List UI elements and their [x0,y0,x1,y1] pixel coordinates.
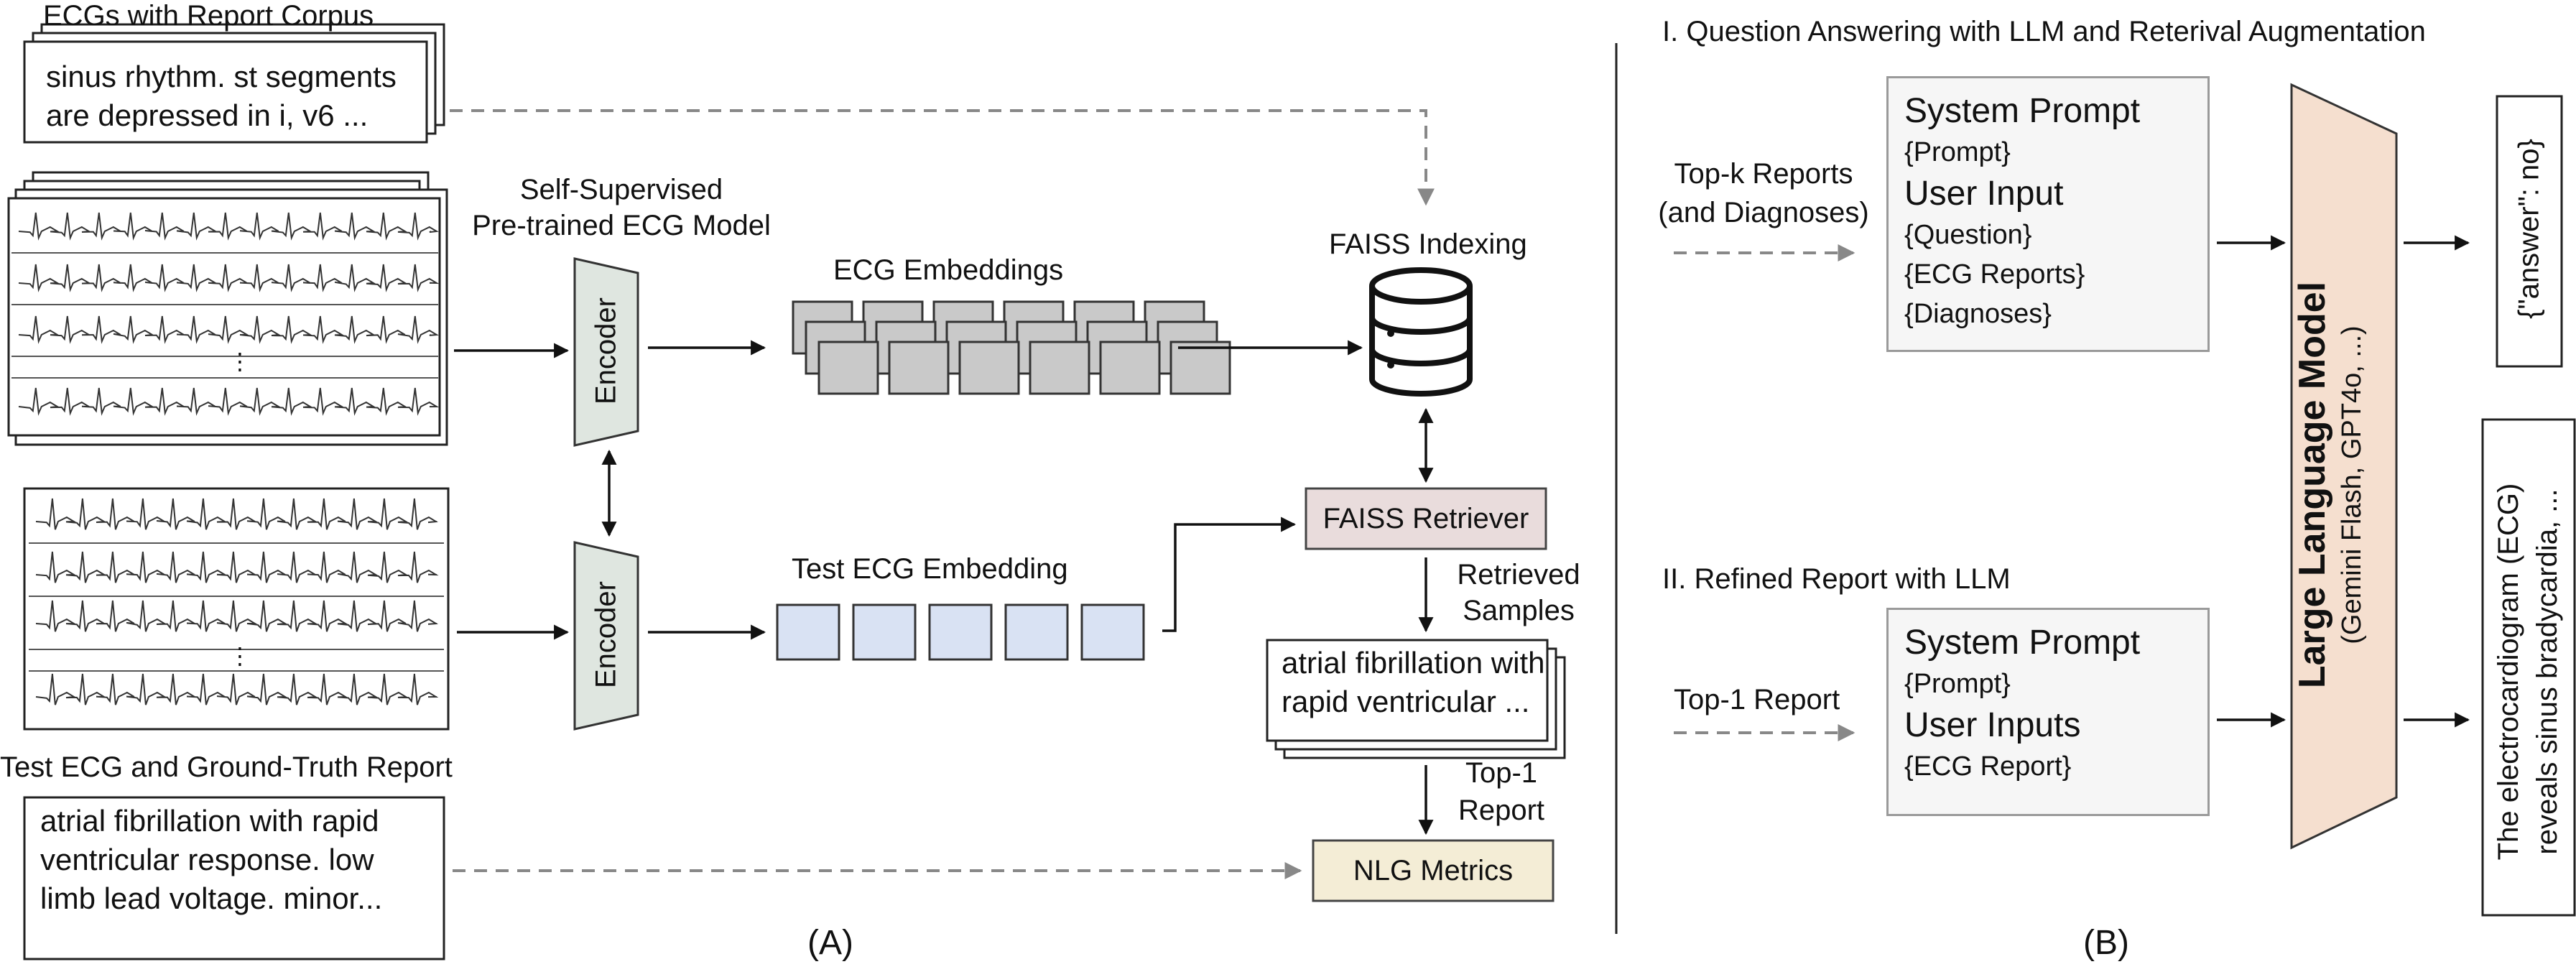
ecg-lead-trace [35,600,439,632]
system-prompt-label: System Prompt [1904,92,2141,130]
answer-box [2496,95,2563,368]
caption-a: (A) [807,924,853,962]
top1-label: Top-1 Report [1674,684,1840,716]
encoder-bottom-label: Encoder [590,581,622,688]
ecg-reference-stack [7,171,448,446]
embeddings-title: ECG Embeddings [833,254,1064,286]
top1-report-line2: Report [1458,795,1545,826]
prompt-placeholder-2: {Prompt} [1904,669,2011,699]
ecg-lead-trace [35,673,439,705]
ecg-test-card [23,487,450,731]
output-text-line2: reveals sinus bradycardia, ... [2531,488,2563,855]
llm-block [2290,83,2398,850]
model-title-line2: Pre-trained ECG Model [472,210,771,241]
test-embedding-cell [852,603,917,661]
ecg-lead-trace [18,264,440,292]
topk-line2: (and Diagnoses) [1658,197,1869,228]
ecg-waveform [11,212,440,416]
embedding-cell [958,341,1020,395]
database-icon [1369,267,1473,397]
test-embedding-cell [1004,603,1069,661]
test-ecg-embedding-row [776,603,1145,661]
encoder-top-label: Encoder [590,297,622,404]
retrieved-samples-line2: Samples [1463,595,1575,626]
faiss-retriever-box [1305,487,1547,550]
encoder-top [573,257,639,447]
corpus-text-line1: sinus rhythm. st segments [46,60,397,93]
ecg-reports-placeholder: {ECG Reports} [1904,259,2085,290]
prompt-box-2: System Prompt {Prompt} User Inputs {ECG … [1886,608,2210,816]
faiss-indexing-label: FAISS Indexing [1329,228,1527,260]
corpus-title: ECGs with Report Corpus [43,0,374,32]
diagnoses-placeholder: {Diagnoses} [1904,299,2052,330]
arrows-panel-b [2217,235,2470,728]
ecg-lead-trace [35,498,439,530]
llm-title-text: Large Language Model [2292,281,2333,689]
output-report-box [2481,418,2576,917]
ecg-test-waveform [29,498,444,705]
system-prompt-label-2: System Prompt [1904,624,2141,662]
embedding-cell [1029,341,1090,395]
user-input-label: User Input [1904,175,2064,213]
answer-text: {"answer": no} [2513,139,2545,319]
ecg-lead-trace [35,551,439,583]
top1-report-line1: Top-1 [1465,757,1538,789]
retrieved-text-line1: atrial fibrillation with [1282,646,1545,680]
ecg-ellipsis-bottom: ⋮ [228,643,251,669]
embedding-cell [1169,341,1231,395]
test-report-box [23,796,445,960]
topk-line1: Top-k Reports [1674,158,1853,190]
nlg-metrics-label: NLG Metrics [1353,855,1514,886]
ecg-ellipsis-top: ⋮ [228,348,251,374]
test-title: Test ECG and Ground-Truth Report [0,751,453,783]
embedding-cell [1099,341,1161,395]
prompt-placeholder: {Prompt} [1904,137,2011,167]
question-placeholder: {Question} [1904,220,2032,251]
test-text-line3: limb lead voltage. minor... [40,881,383,915]
retrieved-sample-stack [1266,639,1566,759]
section1-title: I. Question Answering with LLM and Reter… [1662,16,2426,47]
dashed-arrows-panel-a [450,109,1435,879]
test-embedding-cell [776,603,840,661]
ecg-lead-trace [18,315,439,344]
embedding-cell [817,341,879,395]
retrieved-text-line2: rapid ventricular ... [1282,685,1530,718]
test-embedding-cell [1080,603,1145,661]
ecg-lead-trace [18,387,440,416]
retrieved-samples-line1: Retrieved [1457,559,1580,591]
dashed-arrows-panel-b [1674,244,1855,741]
ecg-embeddings-grid [792,300,1231,395]
ecg-lead-trace [18,212,439,241]
caption-b: (B) [2083,924,2129,962]
section2-title: II. Refined Report with LLM [1662,563,2011,595]
nlg-metrics-box [1312,839,1555,902]
test-text-line2: ventricular response. low [40,843,374,876]
embedding-cell [888,341,950,395]
prompt-box-1: System Prompt {Prompt} User Input {Quest… [1886,76,2210,352]
test-embedding-title: Test ECG Embedding [792,553,1068,585]
faiss-retriever-label: FAISS Retriever [1322,503,1529,534]
test-embedding-cell [928,603,993,661]
encoder-bottom [573,541,639,731]
output-text-line1: The electrocardiogram (ECG) [2493,483,2524,861]
model-title-line1: Self-Supervised [519,174,723,205]
output-text-block: The electrocardiogram (ECG) reveals sinu… [2489,431,2568,912]
test-text-line1: atrial fibrillation with rapid [40,804,379,838]
corpus-text-line2: are depressed in i, v6 ... [46,98,369,132]
llm-subtitle-text: (Gemini Flash, GPT4o, ...) [2337,325,2368,644]
arrows-panel-a [454,340,1434,835]
ecg-report-placeholder: {ECG Report} [1904,751,2072,782]
corpus-card-stack [23,23,445,144]
user-inputs-label: User Inputs [1904,706,2081,745]
llm-title: Large Language Model (Gemini Flash, GPT4… [2290,198,2398,772]
